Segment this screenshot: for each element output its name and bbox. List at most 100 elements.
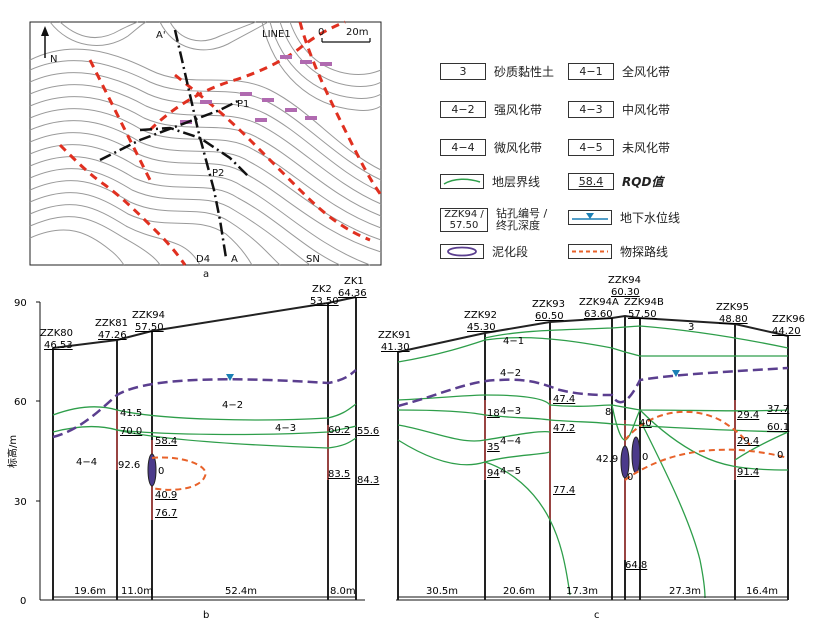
- topographic-map: N 0 20m A' LINE1 P1 P2 D4 A SN: [29, 20, 383, 266]
- rqd-c: 91.4: [737, 467, 759, 478]
- ytick-0: 0: [20, 596, 26, 607]
- rqd-c: 42.9: [596, 454, 618, 465]
- rqd-c: 64.8: [625, 560, 647, 571]
- bh-c-5-id: ZZK94B: [624, 297, 664, 308]
- rqd-c: 94: [487, 468, 500, 479]
- cross-section-b: 90 60 30 0 标高/m: [6, 276, 379, 607]
- bh-b-0-id: ZZK80: [40, 328, 73, 339]
- spacing-c: 20.6m: [503, 586, 535, 597]
- bh-c-4-id: ZZK94: [608, 275, 641, 286]
- stratum-line-icon: [440, 173, 484, 189]
- north-label: N: [50, 54, 57, 65]
- map-label-sn: SN: [306, 254, 320, 265]
- bh-b-2-id: ZZK94: [132, 310, 165, 321]
- zone-c-4-5: 4−5: [500, 466, 521, 477]
- bh-b-1-id: ZZK81: [95, 318, 128, 329]
- zone-c-4-4: 4−4: [500, 436, 521, 447]
- rqd-c: 0: [777, 450, 783, 461]
- legend-item-groundwater: 地下水位线: [568, 208, 680, 226]
- cross-section-c: ZZK91 41.30 ZZK92 45.30 ZZK93 60.50 ZZK9…: [378, 275, 805, 601]
- spacing-b: 52.4m: [225, 586, 257, 597]
- legend-item-survey: 物探路线: [568, 242, 668, 260]
- map-label-p2: P2: [212, 168, 224, 179]
- rqd-b: 76.7: [155, 508, 177, 519]
- bh-c-7-id: ZZK96: [772, 314, 805, 325]
- bh-c-5-depth: 57.50: [628, 309, 657, 320]
- rqd-b: 40.9: [155, 490, 177, 501]
- rqd-b: 92.6: [118, 460, 140, 471]
- bh-c-3-id: ZZK94A: [579, 297, 619, 308]
- rqd-c: 47.2: [553, 423, 575, 434]
- spacing-c: 16.4m: [746, 586, 778, 597]
- bh-c-2-depth: 60.50: [535, 311, 564, 322]
- rqd-c: 47.4: [553, 394, 575, 405]
- map-label-p1: P1: [237, 99, 249, 110]
- spacing-c: 27.3m: [669, 586, 701, 597]
- rqd-c: 29.4: [737, 410, 759, 421]
- zone-b-4-3: 4−3: [275, 423, 296, 434]
- bh-c-3-depth: 63.60: [584, 309, 613, 320]
- map-label-d4: D4: [196, 254, 210, 265]
- bh-c-2-id: ZZK93: [532, 299, 565, 310]
- caption-b: b: [203, 610, 209, 621]
- survey-line-icon: [568, 243, 612, 259]
- bh-c-6-depth: 48.80: [719, 314, 748, 325]
- bh-c-1-depth: 45.30: [467, 322, 496, 333]
- bh-b-2-depth: 57.50: [135, 322, 164, 333]
- spacing-b: 11.0m: [121, 586, 153, 597]
- rqd-c: 8: [605, 407, 611, 418]
- rqd-b: 41.5: [120, 408, 142, 419]
- bh-c-6-id: ZZK95: [716, 302, 749, 313]
- rqd-b: 84.3: [357, 475, 379, 486]
- rqd-b: 60.2: [328, 425, 350, 436]
- mud-segment-icon: [440, 243, 484, 259]
- zone-b-4-2: 4−2: [222, 400, 243, 411]
- map-label-a-prime: A': [156, 30, 166, 41]
- bh-b-4-depth: 64.36: [338, 288, 367, 299]
- rqd-b: 83.5: [328, 469, 350, 480]
- bh-c-0-id: ZZK91: [378, 330, 411, 341]
- legend-item-mud: 泥化段: [440, 242, 528, 260]
- rqd-c: 37.7: [767, 404, 789, 415]
- caption-c: c: [594, 610, 600, 621]
- bh-b-1-depth: 47.26: [98, 330, 127, 341]
- groundwater-icon: [568, 209, 612, 225]
- rqd-c: 0: [627, 472, 633, 483]
- rqd-c: 0: [642, 452, 648, 463]
- bh-c-0-depth: 41.30: [381, 342, 410, 353]
- y-axis-label: 标高/m: [6, 435, 19, 468]
- bh-b-3-id: ZK2: [312, 284, 332, 295]
- bh-c-4-depth: 60.30: [611, 287, 640, 298]
- zone-c-3: 3: [688, 322, 694, 333]
- bh-b-4-id: ZK1: [344, 276, 364, 287]
- rqd-c: 35: [487, 442, 500, 453]
- rqd-c: 40: [639, 418, 652, 429]
- rqd-c: 60.1: [767, 422, 789, 433]
- rqd-c: 77.4: [553, 485, 575, 496]
- bh-b-3-depth: 53.50: [310, 296, 339, 307]
- bh-c-7-depth: 44.20: [772, 326, 801, 337]
- scale-end: 20m: [346, 27, 368, 38]
- rqd-b: 58.4: [155, 436, 177, 447]
- spacing-c: 17.3m: [566, 586, 598, 597]
- spacing-c: 30.5m: [426, 586, 458, 597]
- spacing-b: 8.0m: [330, 586, 356, 597]
- bh-b-0-depth: 46.53: [44, 340, 73, 351]
- map-label-a: A: [231, 254, 238, 265]
- rqd-b: 55.6: [357, 426, 379, 437]
- ytick-90: 90: [14, 298, 27, 309]
- rqd-b: 0: [158, 466, 164, 477]
- zone-c-4-2: 4−2: [500, 368, 521, 379]
- bh-c-1-id: ZZK92: [464, 310, 497, 321]
- zone-c-4-3: 4−3: [500, 406, 521, 417]
- rqd-b: 70.0: [120, 426, 142, 437]
- zone-b-4-4: 4−4: [76, 457, 97, 468]
